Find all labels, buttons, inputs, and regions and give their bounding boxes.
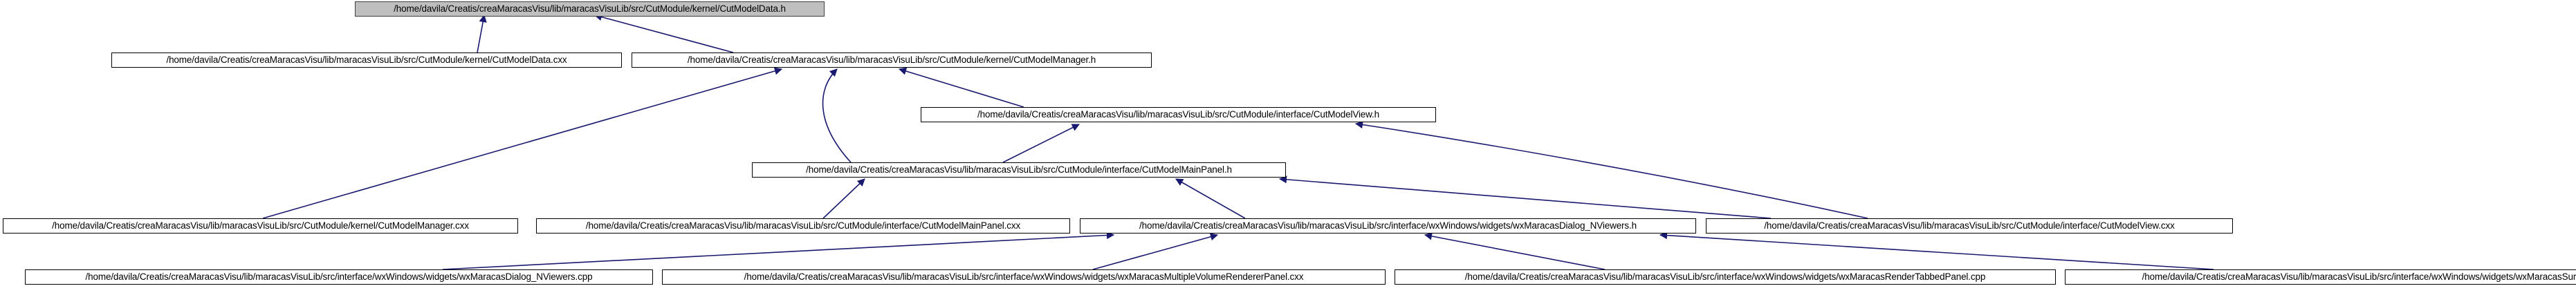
graph-edge-n8-to-n4: [1278, 175, 1772, 219]
graph-node-label: /home/davila/Creatis/creaMaracasVisu/lib…: [977, 109, 1379, 120]
graph-edge-n4-to-n3: [1002, 124, 1080, 163]
graph-edge-n11-to-n7: [1424, 232, 1606, 270]
graph-node-n5[interactable]: /home/davila/Creatis/creaMaracasVisu/lib…: [3, 218, 518, 234]
graph-edge-n4-to-n2: [822, 68, 852, 163]
graph-node-label: /home/davila/Creatis/creaMaracasVisu/lib…: [806, 164, 1232, 175]
graph-node-n7[interactable]: /home/davila/Creatis/creaMaracasVisu/lib…: [1080, 218, 1696, 234]
graph-node-n8[interactable]: /home/davila/Creatis/creaMaracasVisu/lib…: [1706, 218, 2233, 234]
graph-node-label: /home/davila/Creatis/creaMaracasVisu/lib…: [52, 220, 469, 231]
graph-edge-n3-to-n2: [898, 67, 1024, 108]
graph-node-label: /home/davila/Creatis/creaMaracasVisu/lib…: [585, 220, 1021, 231]
graph-node-label: /home/davila/Creatis/creaMaracasVisu/lib…: [744, 272, 1304, 282]
graph-node-label: /home/davila/Creatis/creaMaracasVisu/lib…: [687, 55, 1096, 65]
graph-node-n0[interactable]: /home/davila/Creatis/creaMaracasVisu/lib…: [355, 1, 825, 17]
graph-node-n11[interactable]: /home/davila/Creatis/creaMaracasVisu/lib…: [1395, 269, 2056, 285]
graph-edge-n12-to-n7: [1659, 231, 2214, 270]
graph-node-label: /home/davila/Creatis/creaMaracasVisu/lib…: [394, 3, 786, 14]
graph-node-n4[interactable]: /home/davila/Creatis/creaMaracasVisu/lib…: [752, 162, 1286, 178]
graph-node-n6[interactable]: /home/davila/Creatis/creaMaracasVisu/lib…: [536, 218, 1070, 234]
graph-edge-n7-to-n4: [1175, 178, 1246, 219]
graph-edge-n9-to-n7: [442, 231, 1115, 270]
graph-node-n12[interactable]: /home/davila/Creatis/creaMaracasVisu/lib…: [2065, 269, 2576, 285]
graph-edge-n2-to-n0: [594, 13, 734, 53]
graph-edge-n1-to-n0: [477, 14, 487, 53]
graph-node-label: /home/davila/Creatis/creaMaracasVisu/lib…: [1139, 220, 1637, 231]
graph-node-label: /home/davila/Creatis/creaMaracasVisu/lib…: [166, 55, 567, 65]
graph-node-label: /home/davila/Creatis/creaMaracasVisu/lib…: [2142, 272, 2576, 282]
graph-edge-n8-to-n3: [1354, 120, 1868, 219]
graph-edge-n6-to-n4: [822, 178, 865, 219]
graph-node-label: /home/davila/Creatis/creaMaracasVisu/lib…: [1464, 272, 1986, 282]
graph-node-n10[interactable]: /home/davila/Creatis/creaMaracasVisu/lib…: [662, 269, 1386, 285]
graph-node-n3[interactable]: /home/davila/Creatis/creaMaracasVisu/lib…: [921, 107, 1436, 122]
graph-edge-n5-to-n2: [262, 67, 783, 219]
graph-node-n2[interactable]: /home/davila/Creatis/creaMaracasVisu/lib…: [632, 53, 1152, 68]
graph-node-n9[interactable]: /home/davila/Creatis/creaMaracasVisu/lib…: [25, 269, 653, 285]
graph-node-label: /home/davila/Creatis/creaMaracasVisu/lib…: [85, 272, 593, 282]
graph-node-n1[interactable]: /home/davila/Creatis/creaMaracasVisu/lib…: [111, 53, 622, 68]
graph-edge-n10-to-n7: [1092, 233, 1219, 270]
graph-node-label: /home/davila/Creatis/creaMaracasVisu/lib…: [1764, 220, 2175, 231]
